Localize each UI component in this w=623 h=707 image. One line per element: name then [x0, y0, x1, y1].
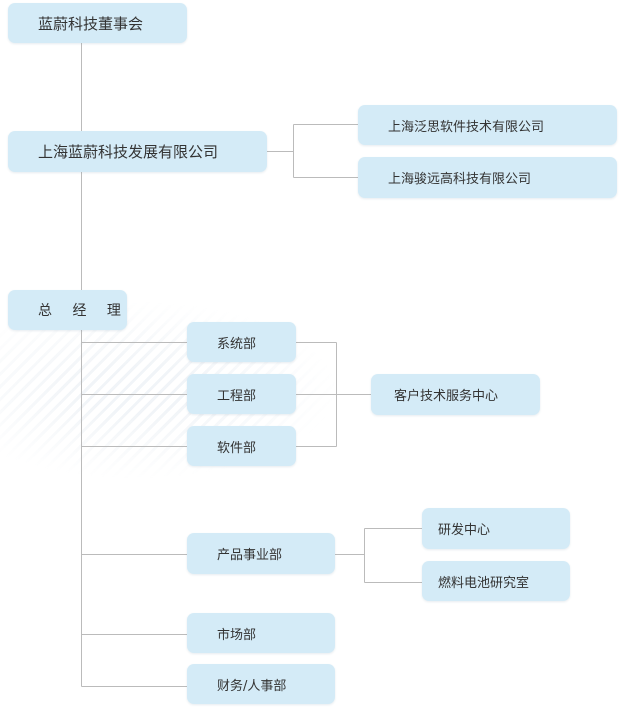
service-center-label: 客户技术服务中心	[394, 389, 499, 404]
rnd-center-node: 研发中心	[422, 508, 570, 549]
gm-node: 总 经 理	[8, 290, 127, 330]
dept-engineering-label: 工程部	[217, 388, 257, 404]
dept-market-label: 市场部	[217, 627, 257, 643]
dept-system-label: 系统部	[217, 336, 257, 352]
subsidiary-label-1: 上海泛思软件技术有限公司	[388, 119, 545, 135]
dept-finance-hr-node: 财务/人事部	[187, 664, 335, 704]
dept-software-node: 软件部	[187, 426, 296, 466]
dept-system-node: 系统部	[187, 322, 296, 362]
company-node: 上海蓝蔚科技发展有限公司	[8, 131, 267, 172]
dept-product-node: 产品事业部	[187, 533, 335, 574]
subsidiary-node-1: 上海泛思软件技术有限公司	[358, 105, 617, 145]
subsidiary-label-2: 上海骏远高科技有限公司	[388, 172, 532, 187]
dept-market-node: 市场部	[187, 613, 335, 653]
subsidiary-node-2: 上海骏远高科技有限公司	[358, 157, 617, 198]
fuel-cell-lab-node: 燃料电池研究室	[422, 561, 570, 601]
gm-label: 总 经 理	[38, 303, 129, 319]
dept-finance-hr-label: 财务/人事部	[217, 678, 287, 694]
board-node: 蓝蔚科技董事会	[8, 3, 187, 43]
board-label: 蓝蔚科技董事会	[38, 14, 144, 33]
rnd-center-label: 研发中心	[438, 523, 491, 538]
dept-engineering-node: 工程部	[187, 374, 296, 414]
dept-product-label: 产品事业部	[217, 548, 283, 563]
dept-software-label: 软件部	[217, 440, 257, 456]
service-center-node: 客户技术服务中心	[371, 374, 540, 415]
fuel-cell-lab-label: 燃料电池研究室	[438, 575, 530, 591]
company-label: 上海蓝蔚科技发展有限公司	[38, 143, 219, 161]
